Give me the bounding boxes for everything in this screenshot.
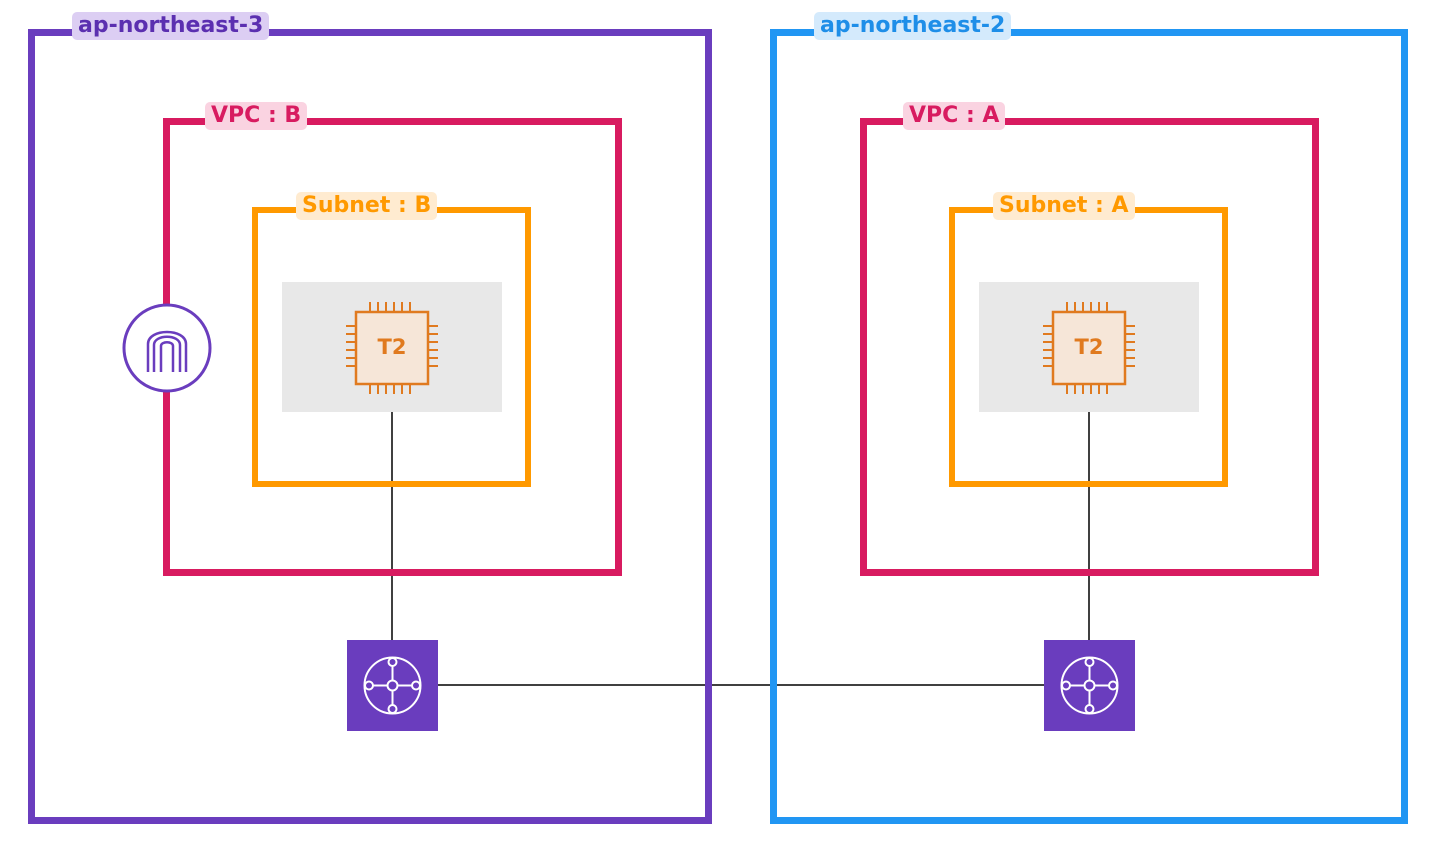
region-box-left [28,29,712,824]
subnet-label-b: Subnet : B [296,192,438,220]
ec2-instance-icon[interactable]: T2 [1039,298,1139,398]
vpc-label-a: VPC : A [903,102,1006,130]
subnet-label-a: Subnet : A [993,192,1135,220]
region-box-right [770,29,1408,824]
instance-label-a: T2 [1074,335,1104,359]
instance-label-b: T2 [377,335,407,359]
region-label-left: ap-northeast-3 [72,12,270,40]
region-label-right: ap-northeast-2 [814,12,1012,40]
vpc-box-a [860,118,1319,576]
transit-gateway-icon[interactable] [347,640,438,731]
internet-gateway-icon[interactable] [121,302,213,394]
transit-gateway-icon[interactable] [1044,640,1135,731]
vpc-label-b: VPC : B [205,102,308,130]
ec2-instance-icon[interactable]: T2 [342,298,442,398]
